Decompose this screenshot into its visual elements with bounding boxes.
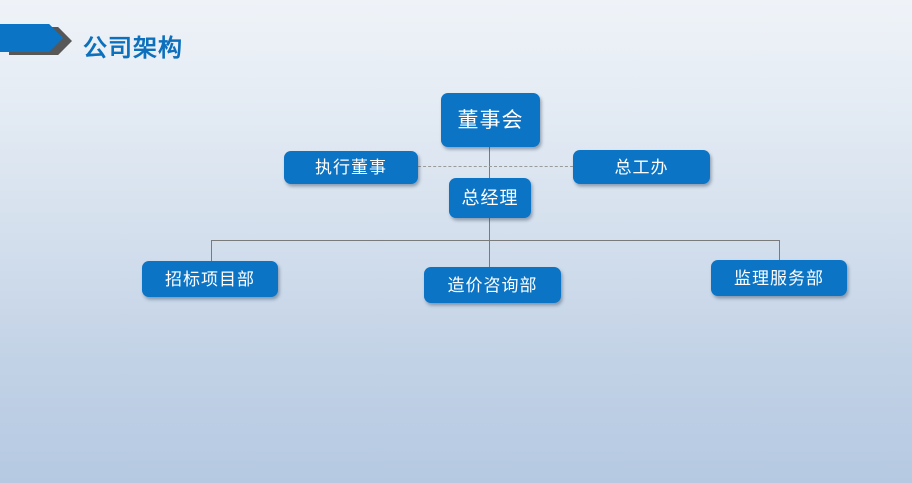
org-node-board-of-directors: 董事会: [441, 93, 540, 147]
arrow-icon: [0, 24, 63, 52]
org-node-label: 造价咨询部: [447, 275, 538, 295]
org-node-cost-consulting-dept: 造价咨询部: [424, 267, 561, 303]
org-node-general-manager: 总经理: [449, 178, 531, 218]
org-node-label: 董事会: [457, 108, 524, 132]
connector-horizontal-bus: [211, 240, 779, 241]
org-node-label: 监理服务部: [734, 268, 824, 288]
org-node-executive-director: 执行董事: [284, 151, 418, 184]
connector-drop-supervision: [779, 240, 780, 260]
connector-drop-bidding: [211, 240, 212, 261]
org-node-label: 总经理: [461, 188, 519, 208]
org-node-chief-engineer-office: 总工办: [573, 150, 710, 184]
org-node-label: 总工办: [614, 157, 669, 177]
connector-dashed-staff-line: [418, 166, 573, 167]
org-node-label: 执行董事: [315, 158, 387, 177]
org-node-label: 招标项目部: [165, 269, 255, 289]
org-node-supervision-service-dept: 监理服务部: [711, 260, 847, 296]
connector-drop-cost: [489, 240, 490, 267]
page-title: 公司架构: [83, 35, 183, 62]
org-node-bidding-project-dept: 招标项目部: [142, 261, 278, 297]
